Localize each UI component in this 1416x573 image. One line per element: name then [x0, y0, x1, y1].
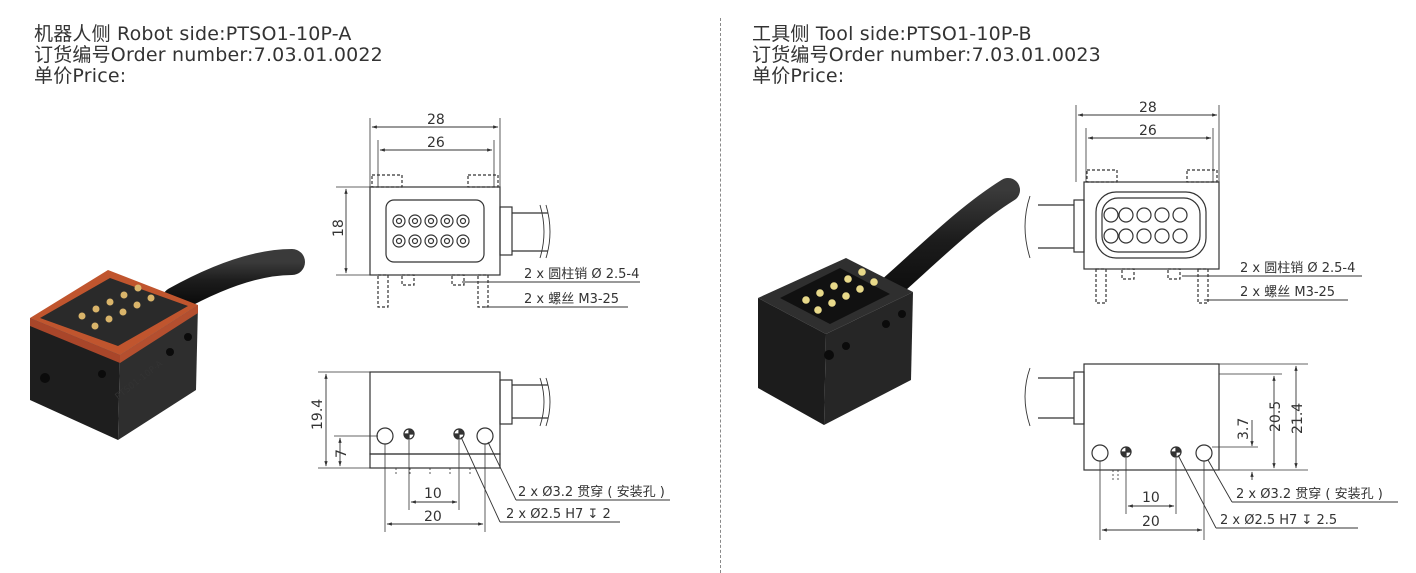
robot-side-side-view	[318, 371, 670, 532]
callout-through-hole: 2 x Ø3.2 贯穿 ( 安装孔 )	[518, 484, 665, 500]
dim-26: 26	[1139, 123, 1157, 139]
tool-side-top-view	[1024, 105, 1362, 304]
dim-7: 7	[334, 449, 350, 458]
tool-side-panel: 工具侧 Tool side:PTSO1-10P-B 订货编号Order numb…	[708, 0, 1416, 573]
tool-side-header: 工具侧 Tool side:PTSO1-10P-B 订货编号Order numb…	[752, 24, 1101, 87]
robot-side-top-view	[336, 118, 640, 308]
tool-side-order-number: 订货编号Order number:7.03.01.0023	[752, 44, 1101, 66]
robot-side-order-number: 订货编号Order number:7.03.01.0022	[34, 44, 383, 66]
dim-28: 28	[427, 112, 445, 128]
dim-21-4: 21.4	[1290, 403, 1306, 434]
robot-side-header: 机器人侧 Robot side:PTSO1-10P-A 订货编号Order nu…	[34, 24, 383, 87]
tool-side-drawing: 28 26 2 x 圆柱销 Ø 2.5-4 2 x 螺丝 M3-25	[758, 100, 1398, 540]
tool-side-product-photo	[758, 178, 1020, 425]
tool-side-top-dimensions: 28 26 2 x 圆柱销 Ø 2.5-4 2 x 螺丝 M3-25	[1139, 100, 1355, 300]
callout-pin-hole: 2 x Ø2.5 H7 ↧ 2	[506, 507, 611, 522]
dim-18: 18	[331, 219, 347, 237]
callout-dowel-pin: 2 x 圆柱销 Ø 2.5-4	[1240, 261, 1355, 276]
callout-pin-hole: 2 x Ø2.5 H7 ↧ 2.5	[1220, 513, 1337, 528]
robot-side-price: 单价Price:	[34, 65, 127, 87]
dim-26: 26	[427, 135, 445, 151]
dim-10: 10	[424, 486, 442, 502]
panel-divider	[720, 18, 721, 573]
callout-screw: 2 x 螺丝 M3-25	[1240, 285, 1335, 300]
dim-10: 10	[1142, 490, 1160, 506]
callout-screw: 2 x 螺丝 M3-25	[524, 292, 619, 307]
tool-side-price: 单价Price:	[752, 65, 845, 87]
dim-20: 20	[1142, 514, 1160, 530]
robot-side-side-dimensions: 19.4 7 10 20 2 x Ø3.2 贯穿 ( 安装孔 ) 2 x Ø2.…	[310, 399, 665, 525]
robot-side-panel: 机器人侧 Robot side:PTSO1-10P-A 订货编号Order nu…	[30, 24, 670, 532]
dim-20: 20	[424, 509, 442, 525]
robot-side-title: 机器人侧 Robot side:PTSO1-10P-A	[34, 23, 352, 45]
tool-side-side-dimensions: 21.4 20.5 3.7 10 20 2 x Ø3.2 贯穿 ( 安装孔 ) …	[1142, 401, 1383, 530]
robot-side-top-dimensions: 28 26 18 2 x 圆柱销 Ø 2.5-4 2 x 螺丝 M3-25	[331, 112, 639, 307]
tool-side-title: 工具侧 Tool side:PTSO1-10P-B	[752, 23, 1032, 45]
dim-20-5: 20.5	[1268, 401, 1284, 432]
dim-3-7: 3.7	[1236, 418, 1252, 440]
dim-19-4: 19.4	[310, 399, 326, 430]
robot-side-product-photo: PTS01-10P-A	[30, 249, 305, 440]
callout-through-hole: 2 x Ø3.2 贯穿 ( 安装孔 )	[1236, 486, 1383, 502]
tool-side-side-view	[1024, 363, 1398, 540]
callout-dowel-pin: 2 x 圆柱销 Ø 2.5-4	[524, 267, 639, 282]
dim-28: 28	[1139, 100, 1157, 116]
robot-side-drawing: PTS01-10P-A	[30, 112, 670, 532]
